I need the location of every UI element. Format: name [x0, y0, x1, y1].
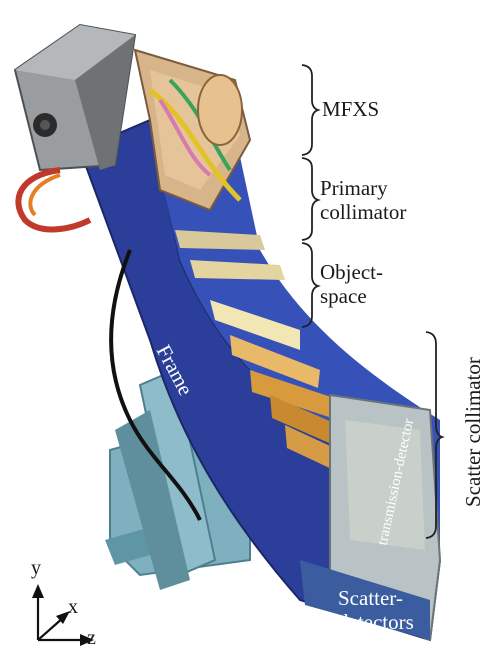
label-scatter-collimator: Scatter collimator [461, 357, 485, 507]
bracket-mfxs [301, 64, 321, 156]
label-scatter-detectors-line1: Scatter- [338, 586, 403, 610]
cable-red [15, 167, 92, 233]
label-primary-collimator-line1: Primary [320, 176, 388, 200]
round-component [197, 74, 243, 146]
label-scatter-detectors-line2: detectors [338, 610, 414, 634]
label-object-space-line2: space [320, 284, 367, 308]
mfxs-box-side [75, 35, 135, 170]
detector-bottom [300, 560, 430, 640]
cable-black [109, 249, 202, 521]
axis-label-z: z [87, 627, 96, 649]
label-primary-collimator-line2: collimator [320, 200, 407, 224]
cable-pink [158, 98, 212, 177]
stand-leg-shadow [115, 410, 190, 590]
mfxs-box-top [15, 25, 135, 80]
scatter-detector-panel [345, 420, 425, 550]
axis-label-y: y [31, 557, 41, 579]
collimator-vanes [175, 230, 360, 480]
coordinate-axes [32, 584, 94, 646]
cable-orange [28, 173, 61, 217]
label-object-space-line1: Object- [320, 260, 383, 284]
bracket-primary-collimator [301, 157, 321, 241]
bracket-scatter-collimator [425, 331, 445, 539]
label-mfxs: MFXS [322, 97, 380, 121]
axis-label-x: x [68, 596, 78, 618]
bracket-object-space [301, 242, 321, 328]
